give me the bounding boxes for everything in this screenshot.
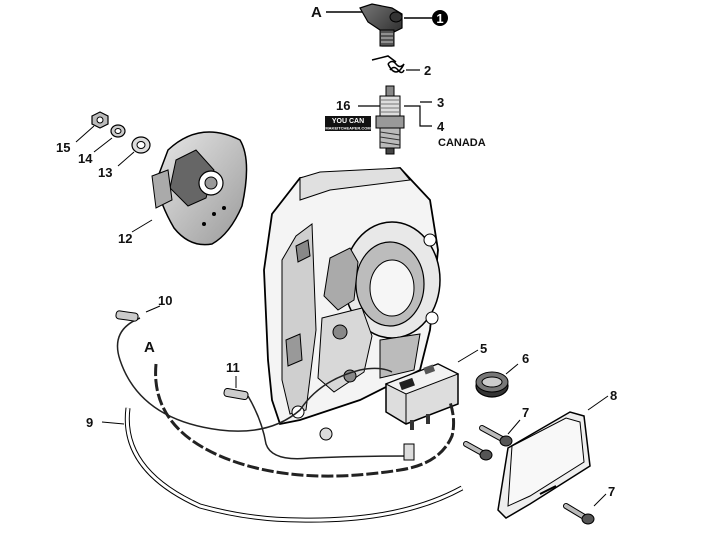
grommet (475, 371, 509, 398)
stop-wire-terminal (223, 387, 249, 401)
spark-plug-wire (154, 363, 456, 478)
watermark-logo: YOU CAN MAKEITCHEAPER.COM (325, 116, 371, 131)
callout-5: 5 (480, 341, 487, 356)
callout-7a: 7 (522, 405, 529, 420)
callout-13: 13 (98, 165, 112, 180)
callout-9: 9 (86, 415, 93, 430)
leader-line (75, 125, 95, 143)
callout-10: 10 (158, 293, 172, 308)
callout-14: 14 (78, 151, 93, 166)
spring-clip (371, 55, 405, 74)
stop-wire (247, 395, 411, 460)
leader-line (457, 349, 479, 363)
callout-A-top: A (311, 4, 322, 21)
screw (463, 441, 493, 461)
nut (91, 111, 109, 129)
spark-plug-boot (359, 3, 403, 47)
callout-8: 8 (610, 388, 617, 403)
leader-line (145, 305, 161, 313)
screw (563, 503, 595, 525)
ring-terminal (319, 427, 333, 441)
callout-12: 12 (118, 231, 132, 246)
canada-note: CANADA (438, 137, 486, 149)
leader-line (117, 151, 135, 167)
lock-washer (110, 124, 126, 138)
callout-16: 16 (336, 98, 350, 113)
callout-11: 11 (226, 360, 240, 375)
callout-3: 3 (437, 95, 444, 110)
svg-text:YOU CAN: YOU CAN (332, 118, 364, 125)
engine-housing (263, 167, 441, 426)
leader-line (505, 363, 519, 375)
callout-6: 6 (522, 351, 529, 366)
callout-7b: 7 (608, 484, 615, 499)
callout-4: 4 (437, 119, 445, 134)
spark-plug (375, 85, 405, 155)
bracket-leader (404, 101, 432, 127)
svg-text:MAKEITCHEAPER.COM: MAKEITCHEAPER.COM (325, 126, 371, 131)
callout-2: 2 (424, 63, 431, 78)
leader-line (593, 493, 607, 507)
spade-terminal (403, 443, 415, 461)
callout-A-wire: A (144, 339, 155, 356)
flywheel-cover (151, 131, 248, 246)
leader-line (587, 395, 609, 411)
leader-line (507, 419, 521, 435)
ground-wire-terminal (115, 310, 139, 322)
cover-plate (497, 411, 591, 519)
callout-1-marker (432, 10, 448, 26)
leader-line (101, 421, 125, 425)
ignition-module (384, 363, 460, 430)
ground-wire (116, 317, 393, 432)
screw (479, 425, 513, 447)
callout-15: 15 (56, 140, 70, 155)
leader-line (131, 219, 153, 233)
leader-line (93, 137, 113, 153)
callout-1: 1 (436, 11, 443, 26)
flat-washer (131, 136, 151, 154)
